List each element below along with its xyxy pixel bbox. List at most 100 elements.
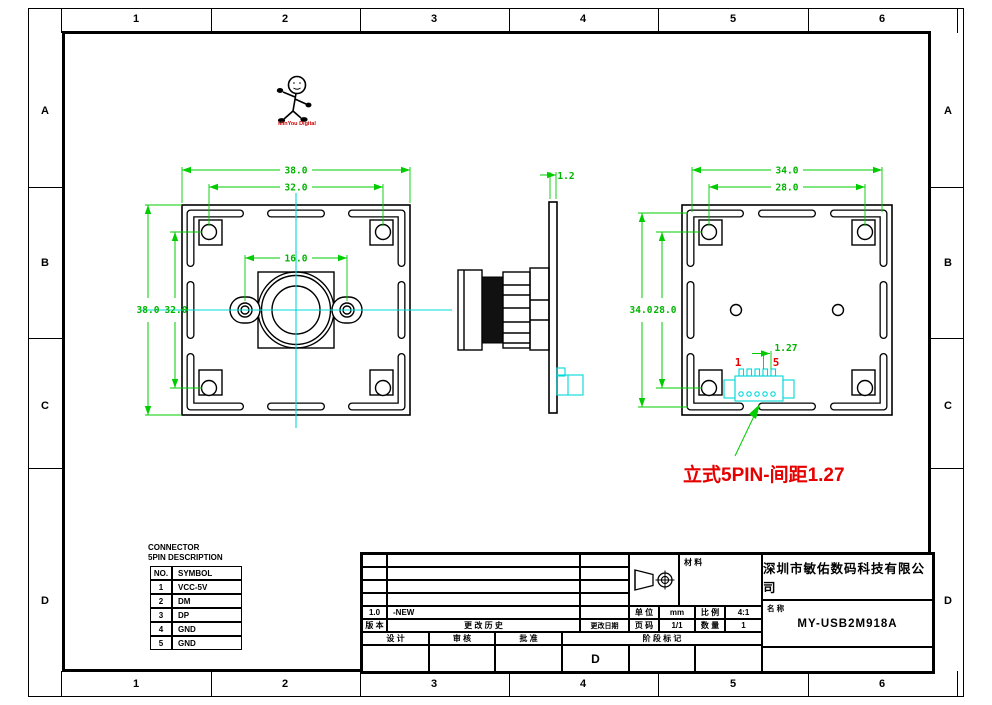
dim-front-lens-span: 16.0 xyxy=(285,254,308,265)
approve-label: 批 准 xyxy=(495,632,562,645)
conn-cell-pin: 5 xyxy=(150,636,172,650)
zone-label-bottom: 2 xyxy=(281,678,289,690)
qty-value: 1 xyxy=(725,619,762,632)
dim-pcb-thickness: 1.2 xyxy=(557,171,574,182)
zone-label-left: A xyxy=(41,105,49,117)
conn-cell-symbol: DM xyxy=(172,594,242,608)
zone-tick xyxy=(28,338,62,339)
revision-cell xyxy=(580,567,629,580)
title-block: 1.0 -NEW 版 本 更 改 历 史 更改日期 材 料 单 位 mm 比 例… xyxy=(360,552,935,674)
zone-tick xyxy=(957,8,958,33)
design-label: 设 计 xyxy=(362,632,429,645)
version-note: -NEW xyxy=(387,606,580,619)
review-value xyxy=(429,645,495,672)
design-value xyxy=(362,645,429,672)
revision-cell xyxy=(362,593,387,606)
zone-tick xyxy=(931,338,964,339)
unit-value: mm xyxy=(659,606,695,619)
zone-label-bottom: 1 xyxy=(132,678,140,690)
conn-cell-pin: 4 xyxy=(150,622,172,636)
dimensions: 38.0 32.0 16.0 38.0 32.0 1.2 xyxy=(137,166,883,457)
stage-value: D xyxy=(562,645,629,672)
zone-tick xyxy=(61,671,62,697)
logo-figure xyxy=(276,75,312,123)
zone-label-top: 4 xyxy=(579,13,587,25)
history-label: 更 改 历 史 xyxy=(387,619,580,632)
zone-label-left: C xyxy=(41,400,49,412)
scale-label: 比 例 xyxy=(695,606,725,619)
zone-label-left: B xyxy=(41,257,49,269)
zone-label-top: 6 xyxy=(878,13,886,25)
dim-front-hole-span-v: 32.0 xyxy=(165,305,188,316)
conn-col-header-symbol: SYMBOL xyxy=(172,566,242,580)
revision-cell xyxy=(362,554,387,567)
part-name-cell: 名 称 MY-USB2M918A xyxy=(762,600,933,647)
conn-cell-symbol: GND xyxy=(172,636,242,650)
zone-tick xyxy=(808,8,809,33)
conn-col-header-no: NO. xyxy=(150,566,172,580)
conn-cell-symbol: DP xyxy=(172,608,242,622)
zone-tick xyxy=(211,8,212,33)
zone-tick xyxy=(61,8,62,33)
page-value: 1/1 xyxy=(659,619,695,632)
dim-back-width: 34.0 xyxy=(776,166,799,177)
zone-tick xyxy=(28,468,62,469)
date-label: 更改日期 xyxy=(580,619,629,632)
revision-cell xyxy=(387,580,580,593)
zone-tick xyxy=(360,8,361,33)
stage-label: 阶 段 标 记 xyxy=(562,632,762,645)
projection-symbol-cell xyxy=(629,554,679,606)
pin-5-label: 5 xyxy=(773,356,780,369)
unit-label: 单 位 xyxy=(629,606,659,619)
conn-cell-pin: 3 xyxy=(150,608,172,622)
revision-cell xyxy=(387,593,580,606)
zone-tick xyxy=(28,187,62,188)
revision-cell xyxy=(387,554,580,567)
conn-cell-symbol: VCC-5V xyxy=(172,580,242,594)
zone-label-bottom: 4 xyxy=(579,678,587,690)
zone-tick xyxy=(931,187,964,188)
version-label: 版 本 xyxy=(362,619,387,632)
dim-back-hole-span-v: 28.0 xyxy=(654,305,677,316)
zone-tick xyxy=(360,671,361,697)
conn-cell-symbol: GND xyxy=(172,622,242,636)
version-value: 1.0 xyxy=(362,606,387,619)
zone-tick xyxy=(509,8,510,33)
connector-table-title-1: CONNECTOR xyxy=(148,543,200,552)
dim-front-height: 38.0 xyxy=(137,305,160,316)
zone-label-top: 2 xyxy=(281,13,289,25)
back-view: 1 5 xyxy=(681,204,893,416)
zone-label-right: A xyxy=(944,105,952,117)
zone-tick xyxy=(957,671,958,697)
revision-cell xyxy=(362,567,387,580)
outer-border xyxy=(28,8,964,697)
dim-back-hole-span: 28.0 xyxy=(776,183,799,194)
zone-tick xyxy=(931,468,964,469)
zone-label-bottom: 3 xyxy=(430,678,438,690)
zone-tick xyxy=(658,671,659,697)
zone-tick xyxy=(211,671,212,697)
revision-cell xyxy=(580,606,629,619)
third-angle-projection-icon xyxy=(634,569,675,591)
dim-back-height: 34.0 xyxy=(630,305,653,316)
zone-label-bottom: 6 xyxy=(878,678,886,690)
zone-label-top: 1 xyxy=(132,13,140,25)
dim-front-width: 38.0 xyxy=(285,166,308,177)
remarks-cell xyxy=(762,647,933,672)
conn-cell-pin: 1 xyxy=(150,580,172,594)
stage-cell xyxy=(629,645,695,672)
revision-cell xyxy=(362,580,387,593)
logo-text: MinYou Digital xyxy=(278,121,316,127)
side-view xyxy=(457,201,584,414)
dim-front-hole-span: 32.0 xyxy=(285,183,308,194)
zone-label-top: 3 xyxy=(430,13,438,25)
zone-tick xyxy=(658,8,659,33)
approve-value xyxy=(495,645,562,672)
back-connector-5pin xyxy=(723,368,795,402)
dim-pin-pitch: 1.27 xyxy=(775,343,798,354)
zone-tick xyxy=(509,671,510,697)
revision-cell xyxy=(580,554,629,567)
zone-label-bottom: 5 xyxy=(729,678,737,690)
